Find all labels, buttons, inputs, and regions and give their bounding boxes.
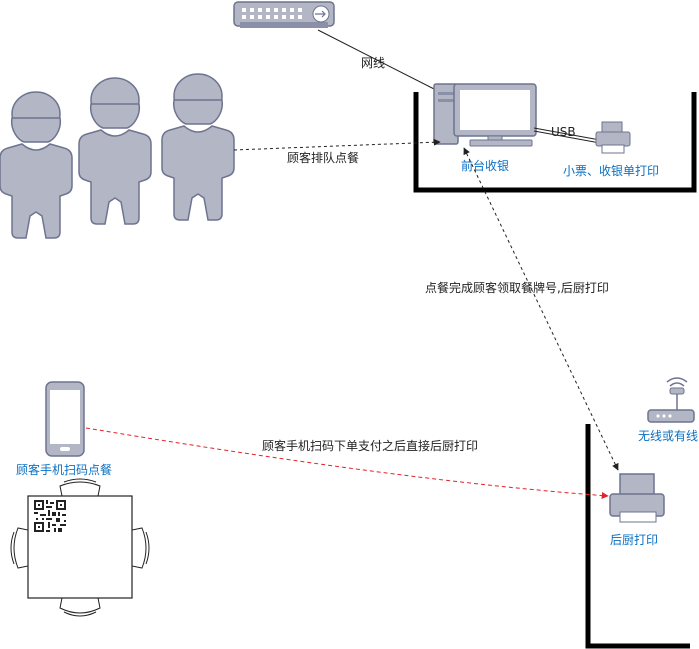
qr-code-icon (34, 500, 66, 532)
after-order-label: 点餐完成顾客领取餐牌号,后厨打印 (425, 280, 609, 295)
receipt-printer-label: 小票、收银单打印 (563, 164, 659, 178)
wireless-router-icon (647, 377, 695, 423)
queue-order-label: 顾客排队点餐 (287, 150, 359, 165)
usb-cable-line (533, 127, 601, 141)
wireless-or-wired-label: 无线或有线 (638, 429, 698, 443)
queue-order-arrow (233, 138, 441, 151)
network-cable-line (317, 29, 441, 93)
kitchen-wall (585, 424, 690, 649)
mobile-phone-icon (45, 381, 85, 457)
kitchen-print-label: 后厨打印 (610, 533, 658, 547)
kitchen-printer-icon (609, 473, 665, 523)
customer-person-icon-2 (78, 77, 152, 225)
receipt-printer-icon (595, 121, 631, 154)
network-cable-label: 网线 (361, 56, 385, 70)
computer-icon (433, 83, 537, 147)
usb-label: USB (551, 125, 576, 139)
dining-table-icon (10, 478, 150, 617)
customer-person-icon-1 (0, 91, 73, 239)
front-desk-label: 前台收银 (461, 158, 509, 173)
scan-pay-arrow (85, 427, 609, 500)
kitchen-print-arrow (463, 147, 619, 471)
scan-pay-label: 顾客手机扫码下单支付之后直接后厨打印 (262, 438, 478, 453)
mobile-order-label: 顾客手机扫码点餐 (16, 462, 112, 477)
network-switch-icon (233, 1, 335, 28)
customer-person-icon-3 (161, 73, 235, 221)
